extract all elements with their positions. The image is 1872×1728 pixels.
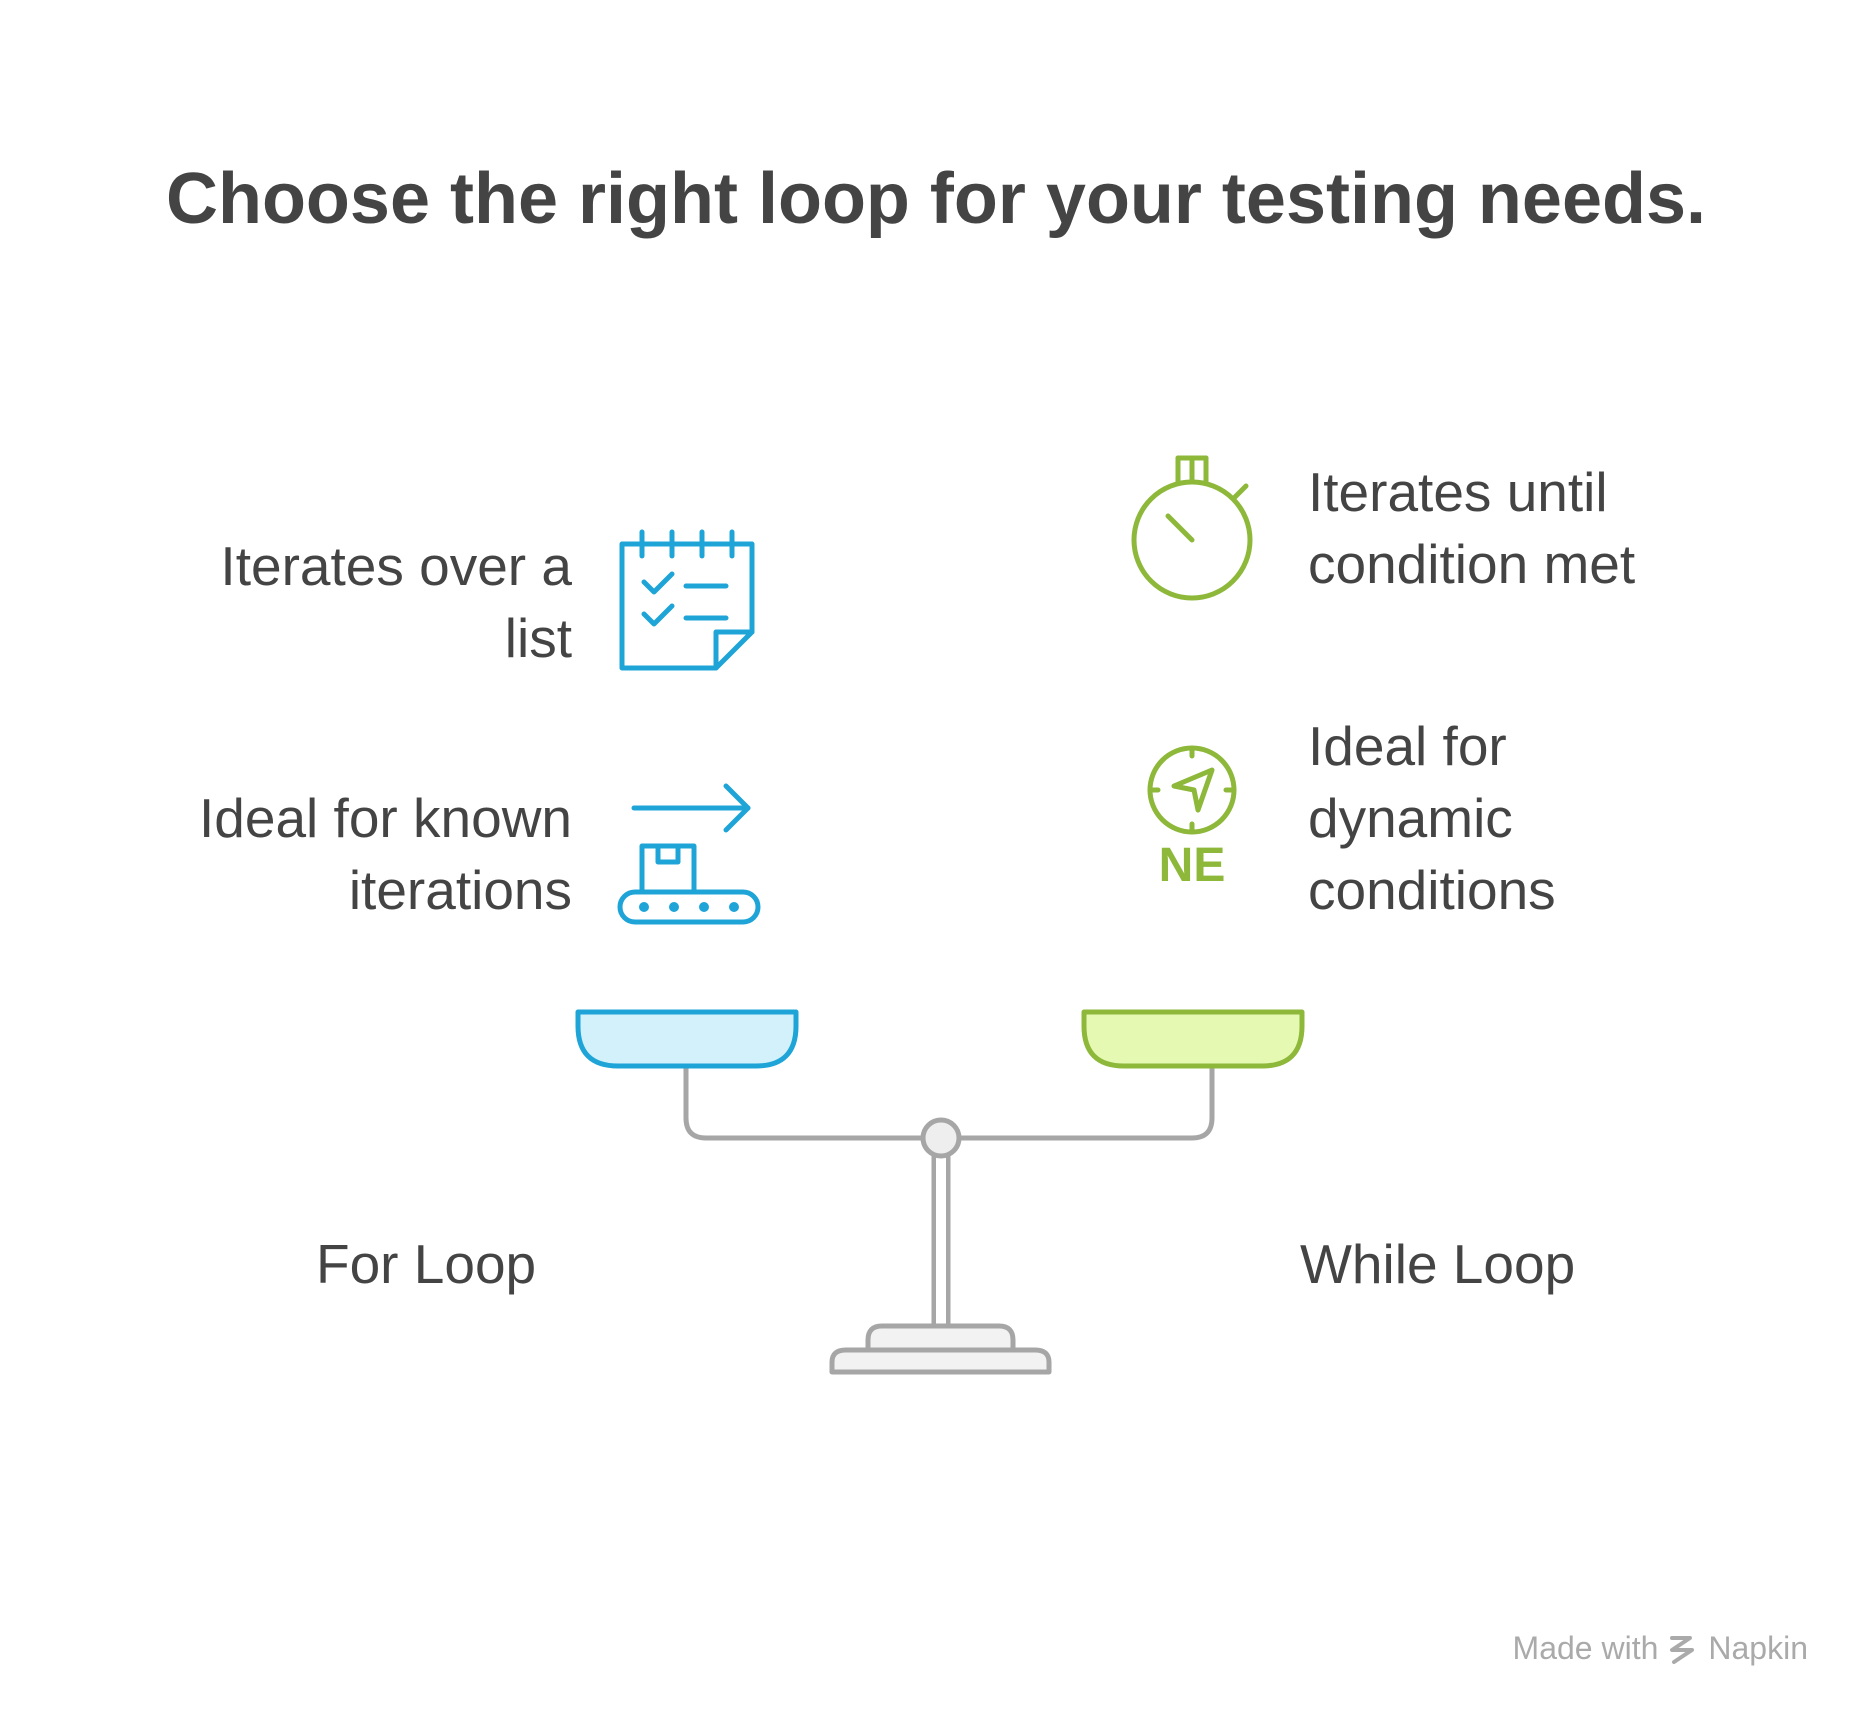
- while-loop-feature-2: Ideal for dynamic conditions: [1308, 710, 1556, 926]
- napkin-logo-icon: [1670, 1635, 1695, 1664]
- for-loop-feature-1: Iterates over a list: [220, 530, 572, 674]
- feature-line: condition met: [1308, 533, 1636, 595]
- for-loop-feature-2: Ideal for known iterations: [199, 782, 572, 926]
- footer-brand: Napkin: [1708, 1630, 1808, 1666]
- feature-line: Iterates until: [1308, 461, 1608, 523]
- compass-icon: [1147, 745, 1237, 835]
- while-loop-feature-1: Iterates until condition met: [1308, 456, 1635, 600]
- for-loop-label: For Loop: [316, 1233, 537, 1295]
- page-title: Choose the right loop for your testing n…: [165, 159, 1707, 239]
- scale-base-top: [865, 1323, 1016, 1350]
- compass-direction-label: NE: [1158, 839, 1226, 892]
- feature-line: dynamic: [1308, 787, 1513, 849]
- scale-pivot: [920, 1117, 962, 1159]
- footer-prefix: Made with: [1512, 1630, 1659, 1666]
- left-pan: [575, 1009, 799, 1069]
- feature-line: list: [504, 607, 572, 669]
- conveyor-icon: [617, 783, 761, 925]
- checklist-icon: [619, 529, 755, 671]
- footer-attribution: Made with Napkin: [1513, 1630, 1808, 1667]
- feature-line: Ideal for known: [199, 787, 572, 849]
- stopwatch-icon: [1131, 455, 1253, 601]
- feature-line: iterations: [348, 859, 572, 921]
- while-loop-label: While Loop: [1300, 1233, 1576, 1295]
- right-pan: [1081, 1009, 1305, 1069]
- feature-line: conditions: [1308, 859, 1556, 921]
- feature-line: Ideal for: [1308, 715, 1507, 777]
- feature-line: Iterates over a: [220, 535, 572, 597]
- scale-base: [829, 1347, 1052, 1375]
